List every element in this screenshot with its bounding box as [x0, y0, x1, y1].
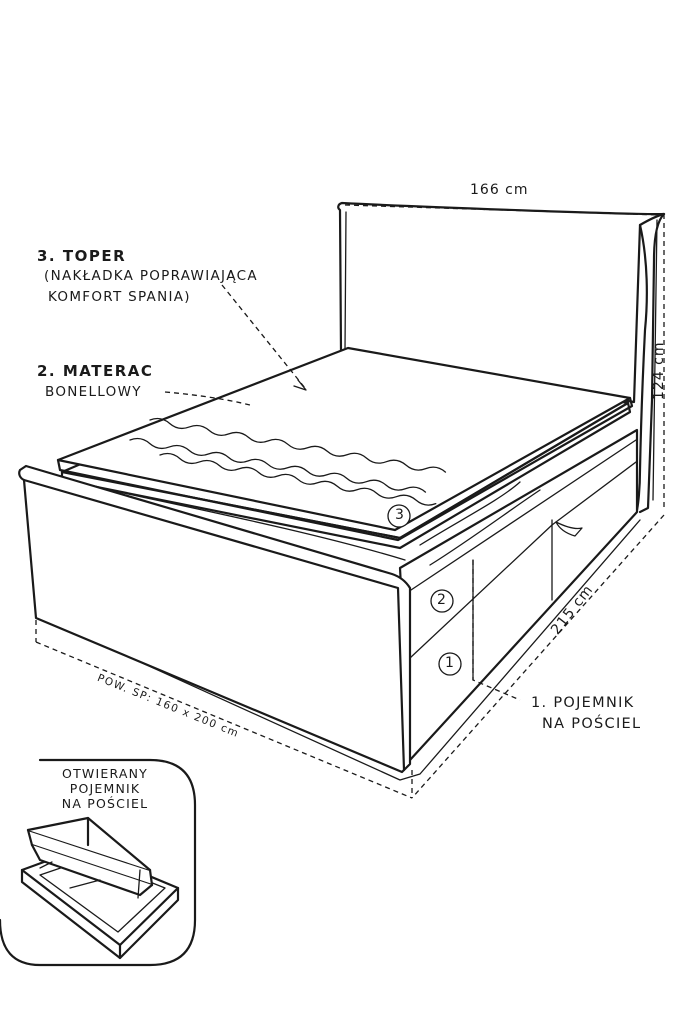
topper-title: 3. TOPER — [37, 247, 127, 265]
sleeping-dim-line — [35, 641, 413, 799]
marker-3 — [387, 504, 411, 528]
mattress-desc: BONELLOWY — [45, 384, 142, 400]
marker-1-label: 1 — [445, 655, 454, 671]
width-dimension: 166 cm — [470, 182, 529, 198]
mattress-leader — [164, 391, 251, 406]
marker-2 — [430, 589, 454, 613]
drawer-handle — [555, 521, 583, 537]
footboard — [18, 464, 412, 774]
topper-desc-line2: KOMFORT SPANIA) — [48, 289, 191, 305]
length-dim-line — [411, 514, 665, 799]
inset-caption: OTWIERANY POJEMNIK NA POŚCIEL — [30, 766, 180, 811]
container-label-line2: NA POŚCIEL — [542, 716, 642, 732]
marker-3-label: 3 — [395, 507, 404, 523]
inset-frame — [0, 758, 197, 967]
topper-leader — [221, 284, 306, 389]
width-dim-line — [344, 204, 661, 216]
floor-shadow — [51, 519, 641, 781]
headboard-side — [635, 223, 648, 512]
marker-1 — [438, 652, 462, 676]
topper-desc-line1: (NAKŁADKA POPRAWIAJĄCA — [44, 268, 258, 284]
mattress-title: 2. MATERAC — [37, 362, 154, 380]
marker-2-label: 2 — [437, 592, 446, 608]
height-dimension: 124 cm — [651, 341, 667, 400]
inset-line2: POJEMNIK — [69, 781, 141, 796]
container-label-line1: 1. POJEMNIK — [531, 695, 635, 711]
inset-line3: NA POŚCIEL — [61, 796, 149, 811]
inset-bed — [20, 816, 180, 960]
inset-line1: OTWIERANY — [62, 766, 148, 781]
